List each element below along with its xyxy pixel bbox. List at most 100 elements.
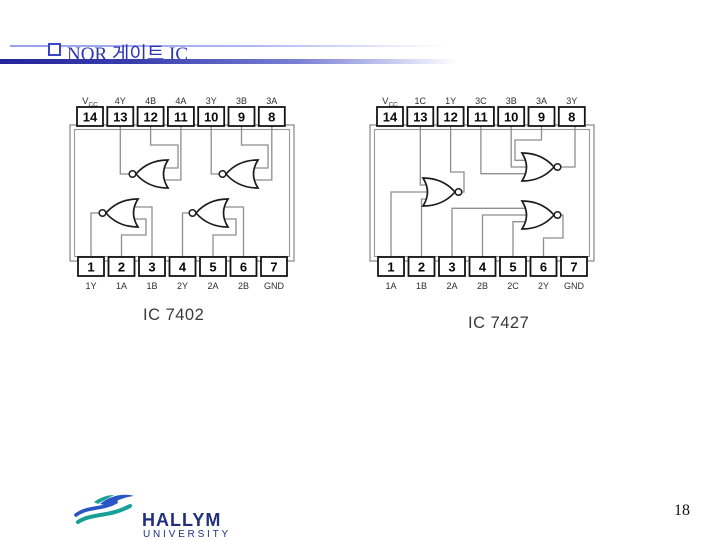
- ic-7402-caption: IC 7402: [143, 306, 205, 324]
- header-thin-rule: [10, 45, 456, 47]
- signal-wire: [210, 126, 219, 175]
- signal-wire: [120, 218, 147, 257]
- nor-gate: [520, 152, 556, 182]
- page-number: 18: [674, 502, 690, 519]
- pin-box: [377, 256, 405, 277]
- pin-box: [197, 106, 226, 127]
- pin-number: 1: [387, 260, 394, 275]
- pin-box: [527, 106, 556, 127]
- nor-gate: [421, 177, 457, 207]
- logo-wave-icon: [74, 494, 134, 524]
- pin-box: [229, 256, 258, 277]
- signal-wire: [223, 206, 245, 257]
- pin-box: [438, 256, 466, 277]
- signal-wire: [149, 126, 179, 169]
- title-underline-rule: [0, 59, 458, 64]
- signal-wire: [419, 126, 428, 186]
- nor-gate: [194, 198, 230, 228]
- nor-gate: [104, 198, 140, 228]
- signal-wire: [514, 126, 543, 161]
- pin-box: [260, 256, 288, 277]
- signal-wire: [163, 126, 182, 181]
- pin-number: 6: [240, 260, 247, 275]
- pin-box: [560, 256, 588, 277]
- ic-7402-pinout-diagram: VCC144Y134B124A113Y103B93A811Y21A31B42Y5…: [69, 96, 295, 291]
- pin-box: [76, 106, 104, 127]
- signal-wire: [542, 214, 564, 257]
- pin-label: 1A: [385, 281, 396, 291]
- ic-7427-pinout-diagram: VCC141C131Y123C113B103A93Y811A21B32A42B5…: [369, 96, 595, 291]
- pin-label: 2Y: [538, 281, 549, 291]
- pin-label: 3B: [236, 96, 247, 106]
- nor-gate: [134, 159, 170, 189]
- inverter-bubble: [454, 187, 463, 197]
- signal-wire: [240, 126, 269, 169]
- nor-gate: [224, 159, 260, 189]
- pin-box: [227, 106, 256, 127]
- pin-box: [106, 106, 135, 127]
- pin-number: 12: [443, 110, 457, 125]
- pin-label: 3C: [475, 96, 487, 106]
- pin-box: [376, 106, 404, 127]
- pin-number: 6: [540, 260, 547, 275]
- pin-number: 11: [174, 110, 188, 125]
- pin-number: 9: [538, 110, 545, 125]
- ic-7427-caption: IC 7427: [468, 314, 530, 332]
- pin-label: 2A: [207, 281, 218, 291]
- pin-number: 12: [143, 110, 157, 125]
- signal-wire: [561, 126, 576, 168]
- pin-label: GND: [264, 281, 285, 291]
- pin-number: 9: [238, 110, 245, 125]
- pin-label: 2B: [238, 281, 249, 291]
- inverter-bubble: [553, 210, 562, 220]
- pin-box: [499, 256, 527, 277]
- pin-number: 11: [474, 110, 488, 125]
- logo-subtitle-text: UNIVERSITY: [143, 529, 232, 540]
- pin-number: 14: [383, 110, 398, 125]
- university-logo: HALLYM UNIVERSITY: [70, 489, 250, 540]
- pin-number: 13: [113, 110, 127, 125]
- signal-wire: [253, 126, 273, 181]
- logo-name-text: HALLYM: [142, 510, 222, 530]
- pin-label: 1B: [416, 281, 427, 291]
- pin-number: 4: [479, 260, 487, 275]
- signal-wire: [390, 191, 428, 257]
- pin-box: [436, 106, 465, 127]
- inverter-bubble: [553, 162, 562, 172]
- inverter-bubble: [188, 208, 197, 218]
- pin-number: 7: [270, 260, 277, 275]
- pin-number: 2: [118, 260, 125, 275]
- signal-wire: [480, 126, 527, 175]
- pin-label: 2C: [507, 281, 519, 291]
- pin-box: [257, 106, 286, 127]
- signal-wire: [133, 206, 153, 257]
- pin-box: [199, 256, 227, 277]
- inverter-bubble: [218, 169, 227, 179]
- signal-wire: [90, 212, 99, 257]
- pin-box: [107, 256, 136, 277]
- pin-label: 2A: [446, 281, 457, 291]
- nor-gate: [520, 200, 556, 230]
- pin-number: 1: [87, 260, 94, 275]
- pin-box: [138, 256, 166, 277]
- title-bullet-square-icon: [48, 43, 61, 56]
- pin-box: [497, 106, 526, 127]
- pin-box: [167, 106, 195, 127]
- pin-label: 1C: [415, 96, 427, 106]
- pin-label: 3B: [506, 96, 517, 106]
- pin-label: 3A: [536, 96, 547, 106]
- pin-number: 13: [413, 110, 427, 125]
- pin-number: 3: [448, 260, 455, 275]
- pin-number: 4: [179, 260, 187, 275]
- pin-number: 3: [148, 260, 155, 275]
- pin-number: 7: [570, 260, 577, 275]
- inverter-bubble: [128, 169, 137, 179]
- signal-wire: [481, 214, 527, 257]
- pin-box: [557, 106, 586, 127]
- signal-wire: [451, 207, 527, 257]
- pin-number: 5: [509, 260, 516, 275]
- pin-number: 5: [209, 260, 216, 275]
- signal-wire: [512, 221, 527, 257]
- pin-box: [468, 256, 497, 277]
